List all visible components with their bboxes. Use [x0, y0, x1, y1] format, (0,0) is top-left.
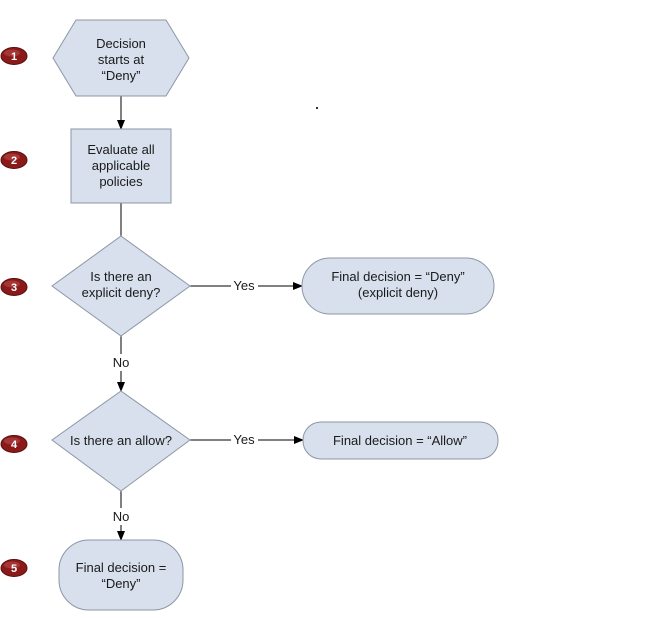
step-badge-1: 1: [0, 47, 28, 65]
svg-text:5: 5: [11, 563, 17, 575]
stray-dot: [316, 107, 318, 109]
evaluate-node-line-2: applicable: [92, 158, 151, 173]
allow-check-line-1: Is there an allow?: [70, 433, 172, 448]
no-label-allow: No: [113, 509, 130, 524]
step-badge-5: 5: [0, 559, 28, 577]
deny-check-line-2: explicit deny?: [82, 285, 161, 300]
explicit-deny-outcome-node: Final decision = “Deny” (explicit deny): [301, 257, 495, 315]
allow-outcome-node: Final decision = “Allow”: [302, 421, 499, 460]
explicit-deny-outcome-line-1: Final decision = “Deny”: [331, 269, 464, 284]
svg-text:2: 2: [11, 155, 17, 167]
evaluate-node-line-1: Evaluate all: [87, 142, 154, 157]
step-badge-4: 4: [0, 435, 28, 453]
step-badge-3: 3: [0, 278, 28, 296]
no-label-explicit-deny: No: [113, 355, 130, 370]
step-badge-2: 2: [0, 151, 28, 169]
start-node-line-3: “Deny”: [101, 68, 140, 83]
start-node-line-2: starts at: [98, 52, 145, 67]
evaluate-policies-node: Evaluate all applicable policies: [70, 128, 172, 204]
yes-label-allow: Yes: [233, 432, 255, 447]
final-deny-node: Final decision = “Deny”: [58, 539, 184, 611]
evaluate-node-line-3: policies: [99, 174, 143, 189]
deny-check-line-1: Is there an: [90, 269, 151, 284]
allow-outcome-line-1: Final decision = “Allow”: [333, 433, 467, 448]
start-node-line-1: Decision: [96, 36, 146, 51]
explicit-deny-decision-node: Is there an explicit deny?: [51, 235, 191, 337]
svg-text:1: 1: [11, 51, 17, 63]
svg-text:3: 3: [11, 282, 17, 294]
final-deny-line-2: “Deny”: [101, 576, 140, 591]
edges: [117, 96, 304, 541]
final-deny-line-1: Final decision =: [76, 560, 167, 575]
svg-text:4: 4: [11, 439, 18, 451]
allow-decision-node: Is there an allow?: [51, 390, 191, 492]
yes-label-explicit-deny: Yes: [233, 278, 255, 293]
start-hexagon-node: Decision starts at “Deny”: [52, 19, 190, 97]
explicit-deny-outcome-line-2: (explicit deny): [358, 285, 438, 300]
